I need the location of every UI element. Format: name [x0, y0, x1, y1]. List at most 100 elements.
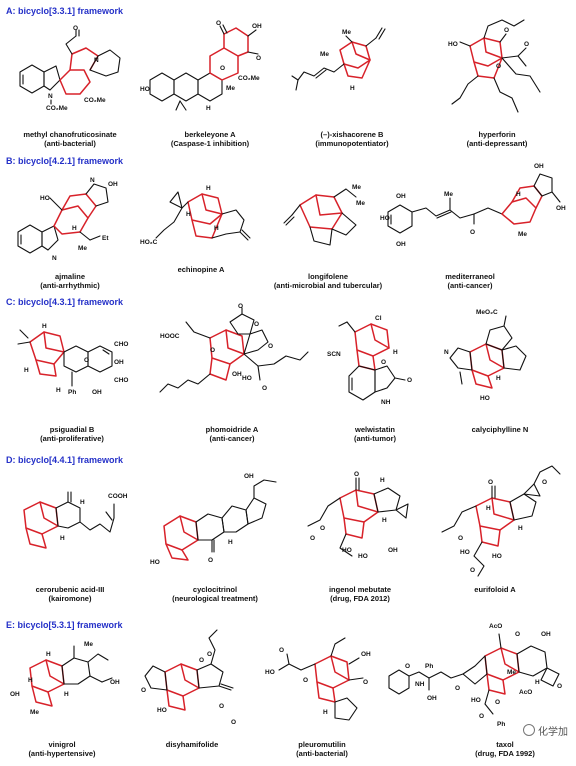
atom-label: O	[470, 229, 475, 236]
caption-welwistatin: welwistatin (anti-tumor)	[310, 425, 440, 443]
structure-phomoidride: O O O HOOC O OH O HO	[159, 303, 309, 393]
atom-label: O	[479, 713, 484, 720]
compound-activity: (Caspase-1 inhibition)	[170, 139, 250, 148]
atom-label: O	[216, 20, 221, 27]
atom-label: H	[42, 323, 47, 330]
compound-activity: (anti-bacterial)	[296, 749, 348, 758]
atom-label: H	[323, 709, 328, 716]
structure-calyciphylline: MeO₂C N H HO	[444, 309, 527, 402]
atom-label: H	[496, 375, 501, 382]
atom-label: Me	[444, 191, 453, 198]
atom-label: OH	[534, 163, 544, 170]
compound-name: disyhamifolide	[165, 740, 219, 749]
compound-activity: (anti-arrhythmic)	[40, 281, 100, 290]
atom-label: O	[470, 567, 475, 574]
compound-name: (–)-xishacorene B	[320, 130, 384, 139]
atom-label: AcO	[489, 623, 502, 630]
atom-label: H	[228, 539, 233, 546]
atom-label: CHO	[114, 341, 128, 348]
caption-longifolene: longifolene (anti-microbial and tubercul…	[263, 272, 393, 290]
atom-label: HO	[358, 553, 368, 560]
compound-activity: (kairomone)	[48, 594, 92, 603]
compound-activity: (immunopotentiator)	[315, 139, 389, 148]
compound-activity: (anti-tumor)	[353, 434, 397, 443]
compound-activity: (drug, FDA 1992)	[475, 749, 535, 758]
caption-eurifoloid: eurifoloid A	[430, 585, 560, 594]
atom-label: H	[516, 191, 521, 198]
atom-label: O	[256, 55, 261, 62]
caption-ingenol: ingenol mebutate (drug, FDA 2012)	[295, 585, 425, 603]
atom-label: O	[279, 647, 284, 654]
atom-label: Me	[30, 709, 39, 716]
atom-label: O	[496, 63, 501, 70]
compound-name: ajmaline	[54, 272, 85, 281]
atom-label: O	[557, 683, 562, 690]
atom-label: CO₂Me	[46, 105, 68, 112]
caption-disyhamifolide: disyhamifolide	[127, 740, 257, 749]
structure-ajmaline: HO N OH H N Me Et	[17, 177, 118, 262]
structure-xishacorene: Me Me H	[291, 27, 386, 92]
atom-label: H	[393, 349, 398, 356]
atom-label: H	[80, 499, 85, 506]
atom-label: HO	[150, 559, 160, 566]
atom-label: H	[350, 85, 355, 92]
atom-label: H	[380, 477, 385, 484]
atom-label: O	[208, 557, 213, 564]
atom-label: CHO	[114, 377, 128, 384]
atom-label: H	[382, 517, 387, 524]
atom-label: OH	[108, 181, 118, 188]
atom-label: O	[524, 41, 529, 48]
caption-ajmaline: ajmaline (anti-arrhythmic)	[5, 272, 135, 290]
caption-cyclocitrinol: cyclocitrinol (neurological treatment)	[150, 585, 280, 603]
caption-berkeleyone: berkeleyone A (Caspase-1 inhibition)	[145, 130, 275, 148]
compound-activity: (anti-depressant)	[466, 139, 528, 148]
atom-label: HO	[448, 41, 458, 48]
atom-label: H	[72, 225, 77, 232]
section-title-c: C: bicyclo[4.3.1] framework	[6, 297, 124, 307]
atom-label: O	[504, 27, 509, 34]
atom-label: COOH	[108, 493, 128, 500]
caption-calyciphylline: calyciphylline N	[435, 425, 565, 434]
atom-label: HO₂C	[140, 239, 158, 246]
atom-label: MeO₂C	[476, 309, 498, 316]
watermark-text: 化学加	[538, 727, 568, 738]
atom-label: OH	[396, 193, 406, 200]
atom-label: OH	[252, 23, 262, 30]
atom-label: O	[303, 677, 308, 684]
atom-label: NH	[381, 399, 391, 406]
atom-label: H	[60, 535, 65, 542]
structure-mediterraneol: OH OH Me O HO OH H Me OH	[380, 163, 566, 248]
compound-name: cerorubenic acid-III	[35, 585, 105, 594]
atom-label: HO	[471, 697, 481, 704]
atom-label: HO	[480, 395, 490, 402]
structure-vinigrol: H Me H OH OH Me H	[10, 641, 120, 716]
section-title-d: D: bicyclo[4.4.1] framework	[6, 455, 124, 465]
atom-label: CO₂Me	[84, 97, 106, 104]
atom-label: OH	[244, 473, 254, 480]
atom-label: HO	[140, 86, 150, 93]
compound-activity: (anti-microbial and tubercular)	[273, 281, 383, 290]
atom-label: Ph	[68, 389, 76, 396]
compound-activity: (anti-proliferative)	[40, 434, 104, 443]
atom-label: H	[24, 367, 29, 374]
caption-cerorubenic: cerorubenic acid-III (kairomone)	[5, 585, 135, 603]
atom-label: O	[254, 321, 259, 328]
atom-label: N	[94, 57, 99, 64]
caption-taxol: taxol (drug, FDA 1992)	[440, 740, 570, 758]
section-title-b: B: bicyclo[4.2.1] framework	[6, 156, 124, 166]
atom-label: Me	[78, 245, 87, 252]
atom-label: O	[515, 631, 520, 638]
atom-label: O	[199, 657, 204, 664]
atom-label: O	[363, 679, 368, 686]
atom-label: OH	[361, 651, 371, 658]
atom-label: Me	[518, 231, 527, 238]
structure-longifolene: Me Me	[283, 184, 365, 246]
atom-label: H	[206, 185, 211, 192]
caption-hyperforin: hyperforin (anti-depressant)	[432, 130, 562, 148]
compound-name: eurifoloid A	[474, 585, 516, 594]
atom-label: H	[46, 651, 51, 658]
atom-label: O	[407, 377, 412, 384]
atom-label: NH	[415, 681, 425, 688]
caption-chanofruticosinate: methyl chanofruticosinate (anti-bacteria…	[5, 130, 135, 148]
structure-cerorubenic: COOH H H	[23, 491, 128, 549]
